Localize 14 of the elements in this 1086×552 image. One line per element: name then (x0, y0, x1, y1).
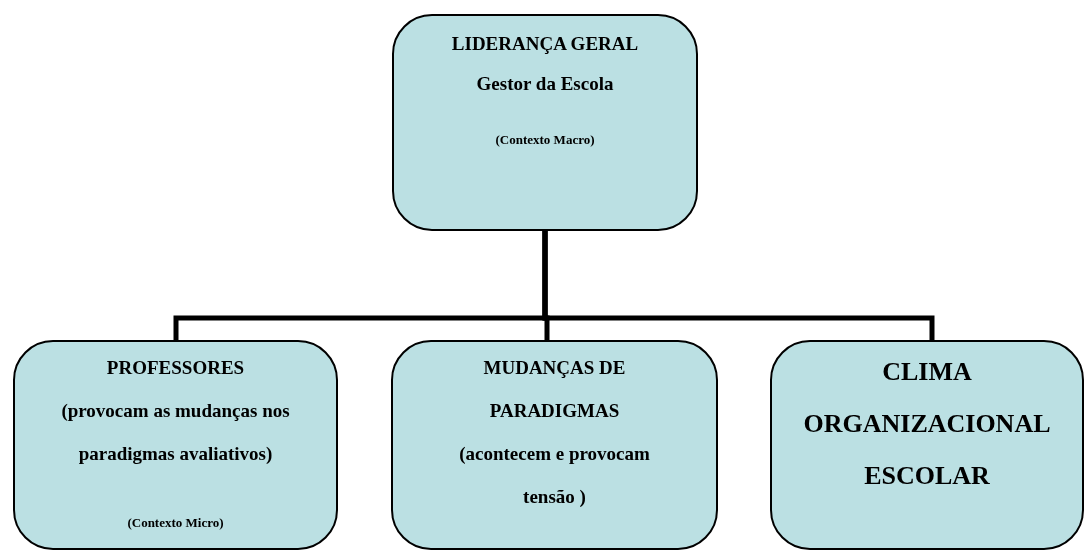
node-title: MUDANÇAS DE PARADIGMAS (482, 356, 627, 423)
rounded-box (392, 14, 698, 231)
node-note: (Contexto Macro) (495, 131, 595, 149)
node-title: LIDERANÇA GERAL (451, 32, 639, 56)
node-title: CLIMA ORGANIZACIONAL ESCOLAR (802, 356, 1052, 492)
connector-line (542, 231, 935, 340)
node-title: PROFESSORES (106, 356, 245, 380)
node-description: (acontecem e provocam tensão ) (458, 442, 651, 509)
rounded-box (13, 340, 338, 550)
rounded-box (391, 340, 718, 550)
node-subtitle: Gestor da Escola (476, 72, 614, 96)
node-description: (provocam as mudanças nos paradigmas avaliativos) (60, 399, 291, 466)
rounded-box (770, 340, 1084, 550)
node-note: (Contexto Micro) (127, 514, 224, 532)
